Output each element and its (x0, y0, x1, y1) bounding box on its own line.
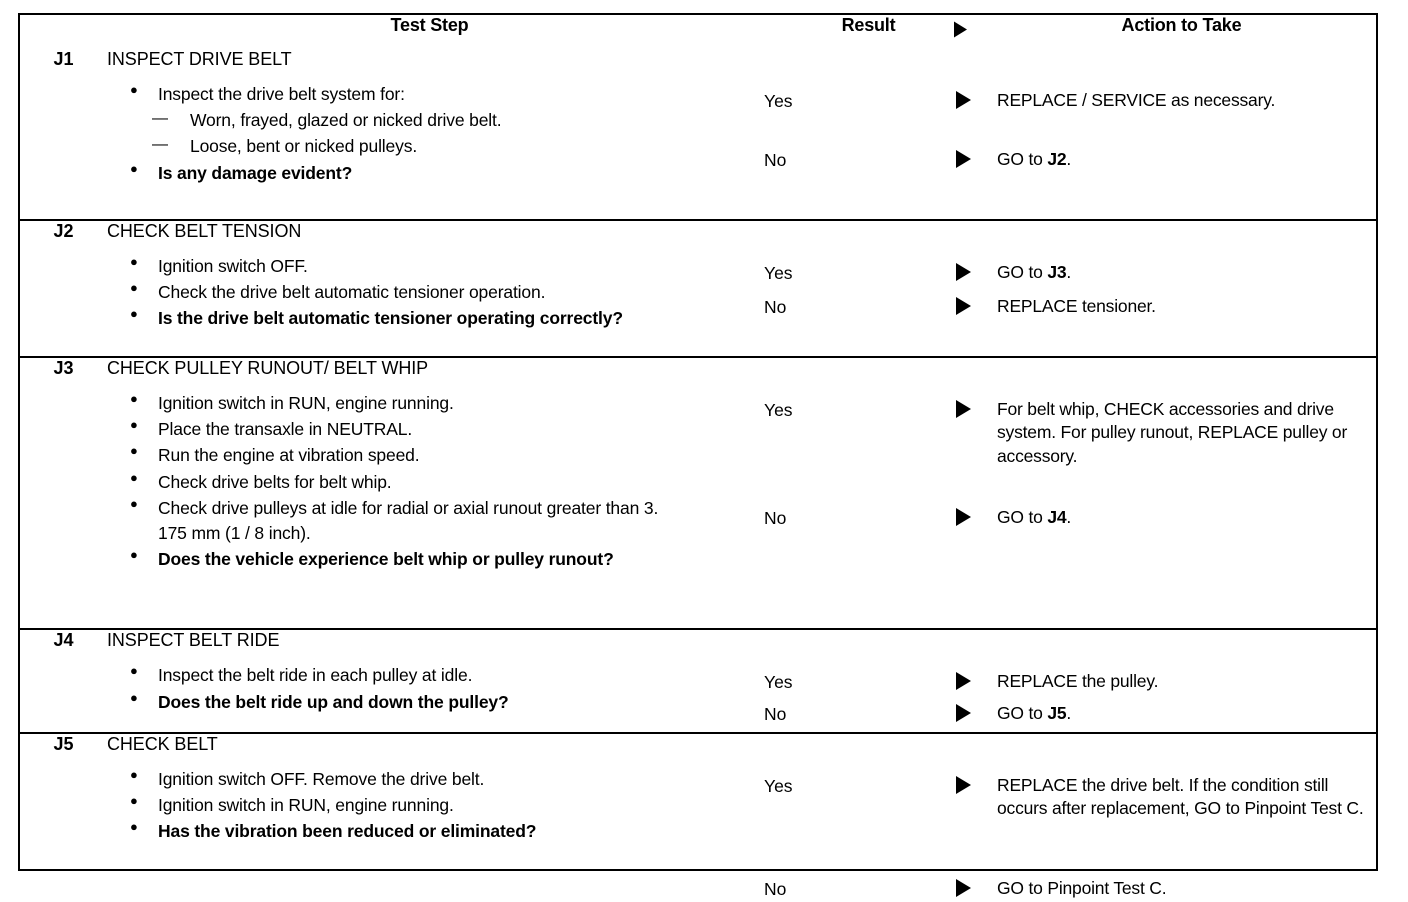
action-j2-yes: GO to J3. (997, 261, 1072, 282)
step-title-j1: INSPECT DRIVE BELT (107, 49, 292, 69)
list-item: Does the vehicle experience belt whip or… (130, 546, 683, 572)
bullet-list-j1: Inspect the drive belt system for: Worn,… (20, 81, 752, 186)
list-item: Has the vibration been reduced or elimin… (130, 818, 752, 844)
action-cell-j1: REPLACE / SERVICE as necessary. GO to J2… (985, 49, 1378, 220)
list-item: Ignition switch OFF. (130, 253, 752, 279)
right-triangle-icon (956, 508, 971, 531)
list-item: Loose, bent or nicked pulleys. (130, 133, 752, 159)
step-title-row-j3: J3 CHECK PULLEY RUNOUT/ BELT WHIP Yes No… (20, 357, 1378, 528)
result-label-j5-yes: Yes (764, 775, 793, 796)
step-body-j1: Inspect the drive belt system for: Worn,… (20, 81, 752, 220)
step-body-j4: Inspect the belt ride in each pulley at … (20, 662, 752, 732)
action-j3-yes: For belt whip, CHECK accessories and dri… (997, 399, 1348, 466)
step-title-row-j4: J4 INSPECT BELT RIDE Yes No REPLACE the … (20, 629, 1378, 724)
pinpoint-test-table: Test Step Result Action to Take J1 INSPE… (18, 13, 1378, 899)
right-triangle-icon (956, 878, 971, 902)
right-triangle-icon (954, 21, 967, 43)
diagnostic-grid: Test Step Result Action to Take J1 INSPE… (20, 15, 1378, 899)
result-label-j3-yes: Yes (764, 400, 793, 420)
step-title-j4: INSPECT BELT RIDE (107, 630, 280, 651)
step-id-j3: J3 (53, 358, 74, 378)
header-result-label: Result (841, 15, 896, 35)
step-title-j3: CHECK PULLEY RUNOUT/ BELT WHIP (107, 358, 429, 378)
result-cell-j5: Yes No (752, 733, 985, 899)
action-cell-j5: REPLACE the drive belt. If the condition… (985, 733, 1378, 898)
bullet-list-j3: Ignition switch in RUN, engine running. … (20, 390, 752, 572)
result-cell-j1: Yes No (752, 49, 985, 220)
action-cell-j2: GO to J3. REPLACE tensioner. (985, 220, 1378, 357)
list-item: Check the drive belt automatic tensioner… (130, 279, 752, 305)
action-j1-no: GO to J2. (997, 149, 1072, 169)
action-j4-yes: REPLACE the pulley. (997, 671, 1159, 692)
list-item: Place the transaxle in NEUTRAL. (130, 416, 752, 442)
step-body-row-j1: Inspect the drive belt system for: Worn,… (20, 81, 1378, 220)
list-item: Inspect the belt ride in each pulley at … (130, 662, 752, 688)
step-title-row-j1: J1 INSPECT DRIVE BELT Yes No REPLACE / S… (20, 49, 1378, 170)
list-item: Worn, frayed, glazed or nicked drive bel… (130, 107, 752, 133)
list-item: Check drive belts for belt whip. (130, 469, 752, 495)
result-label-j2-no: No (764, 296, 787, 317)
right-triangle-icon (956, 672, 971, 695)
step-id-j1: J1 (53, 49, 74, 69)
step-body-j5: Ignition switch OFF. Remove the drive be… (20, 766, 752, 869)
right-triangle-icon (956, 296, 971, 320)
action-j5-no: GO to Pinpoint Test C. (997, 877, 1167, 898)
step-body-row-j3: Ignition switch in RUN, engine running. … (20, 390, 1378, 629)
bullet-list-j5: Ignition switch OFF. Remove the drive be… (20, 766, 752, 845)
action-j3-no: GO to J4. (997, 507, 1072, 527)
result-label-j1-no: No (764, 150, 787, 170)
result-label-j5-no: No (764, 878, 787, 899)
step-title-j5: CHECK BELT (107, 733, 218, 754)
list-item: Ignition switch OFF. Remove the drive be… (130, 766, 752, 792)
header-result: Result (752, 15, 985, 49)
list-item: Is any damage evident? (130, 160, 752, 186)
step-body-j3: Ignition switch in RUN, engine running. … (20, 390, 752, 629)
result-label-j2-yes: Yes (764, 262, 793, 283)
result-cell-j3: Yes No (752, 357, 985, 629)
list-item: Check drive pulleys at idle for radial o… (130, 495, 678, 546)
list-item: Ignition switch in RUN, engine running. (130, 390, 752, 416)
table-header-row: Test Step Result Action to Take (20, 15, 1378, 49)
result-label-j4-yes: Yes (764, 672, 793, 693)
right-triangle-icon (956, 91, 971, 114)
right-triangle-icon (956, 704, 971, 727)
list-item: Is the drive belt automatic tensioner op… (130, 305, 718, 331)
step-body-j2: Ignition switch OFF. Check the drive bel… (20, 253, 752, 357)
right-triangle-icon (956, 150, 971, 173)
action-j1-yes: REPLACE / SERVICE as necessary. (997, 90, 1276, 110)
step-id-j4: J4 (53, 630, 74, 651)
step-id-j2: J2 (53, 220, 74, 241)
action-cell-j3: For belt whip, CHECK accessories and dri… (985, 357, 1378, 629)
step-body-row-j2: Ignition switch OFF. Check the drive bel… (20, 253, 1378, 357)
result-cell-j2: Yes No (752, 220, 985, 357)
right-triangle-icon (956, 775, 971, 799)
right-triangle-icon (956, 262, 971, 286)
action-j5-yes: REPLACE the drive belt. If the condition… (997, 774, 1364, 819)
header-test-step-idcol (20, 15, 107, 49)
step-title-row-j5: J5 CHECK BELT Yes No REPLACE the drive b… (20, 732, 1378, 899)
step-body-row-j4: Inspect the belt ride in each pulley at … (20, 662, 1378, 732)
step-body-row-j5: Ignition switch OFF. Remove the drive be… (20, 766, 1378, 869)
result-label-j3-no: No (764, 508, 787, 528)
header-test-step: Test Step (390, 15, 469, 35)
step-id-j5: J5 (53, 733, 74, 754)
header-action-to-take: Action to Take (1121, 15, 1242, 35)
bullet-list-j4: Inspect the belt ride in each pulley at … (20, 662, 752, 715)
list-item: Ignition switch in RUN, engine running. (130, 792, 752, 818)
step-title-row-j2: J2 CHECK BELT TENSION Yes No GO to J3. (20, 219, 1378, 317)
list-item: Run the engine at vibration speed. (130, 442, 752, 468)
step-title-j2: CHECK BELT TENSION (107, 220, 302, 241)
right-triangle-icon (956, 400, 971, 423)
result-label-j1-yes: Yes (764, 91, 793, 111)
action-j2-no: REPLACE tensioner. (997, 295, 1156, 316)
bullet-list-j2: Ignition switch OFF. Check the drive bel… (20, 253, 752, 332)
result-label-j4-no: No (764, 704, 787, 725)
action-j4-no: GO to J5. (997, 703, 1072, 724)
action-cell-j4: REPLACE the pulley. GO to J5. (985, 629, 1378, 732)
list-item: Does the belt ride up and down the pulle… (130, 689, 752, 715)
result-cell-j4: Yes No (752, 629, 985, 732)
list-item: Inspect the drive belt system for: (130, 81, 752, 107)
